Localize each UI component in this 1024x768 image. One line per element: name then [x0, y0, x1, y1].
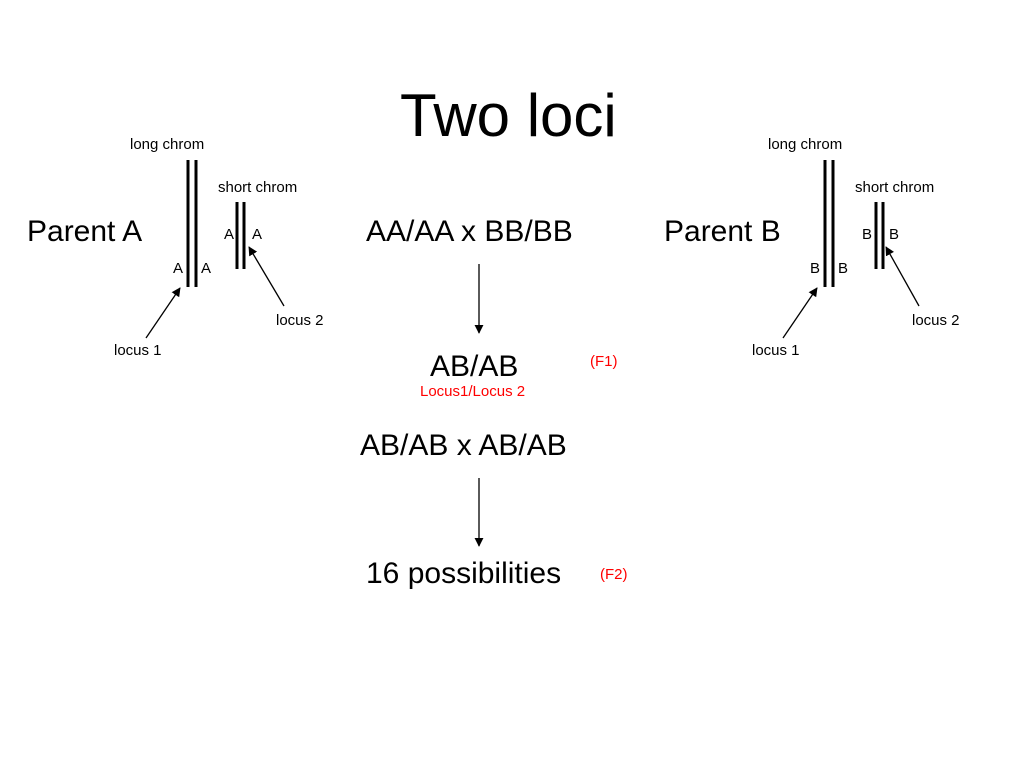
f1-cross-text: AB/AB x AB/AB	[360, 429, 567, 462]
parent-a-short-chrom-label: short chrom	[218, 179, 298, 196]
parent-a-long-allele-right: A	[201, 260, 212, 277]
parent-a-long-chrom-label: long chrom	[130, 136, 205, 153]
parent-a-locus1-arrow	[145, 287, 181, 339]
parent-b-locus2-label: locus 2	[912, 312, 960, 329]
page-title: Two loci	[400, 82, 617, 149]
parent-b-short-chrom-label: short chrom	[855, 179, 935, 196]
f2-tag: (F2)	[600, 566, 628, 583]
f1-tag: (F1)	[590, 353, 618, 370]
parent-b-locus1-arrow	[782, 287, 818, 339]
f2-result-text: 16 possibilities	[366, 557, 562, 590]
parent-a-locus2-label: locus 2	[276, 312, 324, 329]
f1-locus-note: Locus1/Locus 2	[420, 383, 526, 400]
parent-b-locus1-label: locus 1	[752, 342, 800, 359]
parent-a-short-allele-right: A	[252, 226, 263, 243]
parent-b-long-chrom-label: long chrom	[768, 136, 843, 153]
parent-a-locus1-label: locus 1	[114, 342, 162, 359]
parent-a-short-allele-left: A	[224, 226, 235, 243]
f1-genotype-text: AB/AB	[430, 350, 519, 383]
parent-b-label: Parent B	[664, 215, 781, 248]
parental-cross-text: AA/AA x BB/BB	[366, 215, 573, 248]
parent-a-label: Parent A	[27, 215, 143, 248]
parent-b-short-allele-right: B	[889, 226, 900, 243]
parent-b-long-allele-left: B	[810, 260, 821, 277]
parent-a-long-allele-left: A	[173, 260, 184, 277]
parent-b-long-allele-right: B	[838, 260, 849, 277]
parent-b-locus2-arrow	[885, 246, 920, 307]
parent-a-locus2-arrow	[248, 246, 285, 307]
parent-b-short-allele-left: B	[862, 226, 873, 243]
